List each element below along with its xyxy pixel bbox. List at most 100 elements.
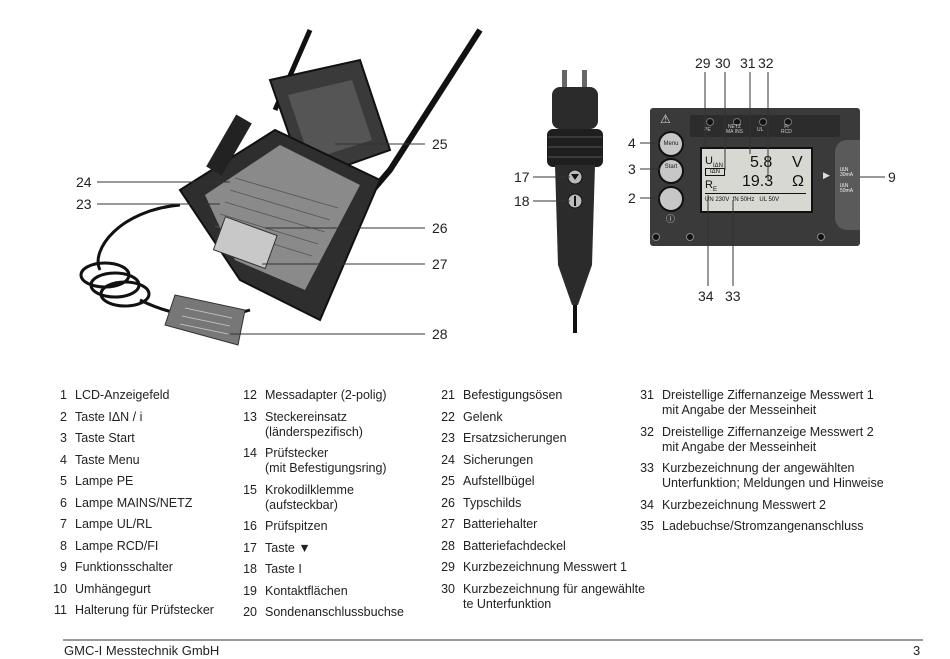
callout-26: 26 [432,220,448,236]
legend-item-text: Lampe PE [75,474,134,488]
legend-item-number: 22 [441,409,455,424]
lamp-rcd [784,118,792,126]
legend-item: 9 Funktionsschalter [45,560,245,575]
legend-item-text: Steckereinsatz (länderspezifisch) [265,409,363,439]
legend-item: 7 Lampe UL/RL [45,517,245,532]
legend-item-text: Messadapter (2-polig) [265,388,387,402]
legend-item-text: Dreistellige Ziffernanzeige Messwert 2 m… [662,424,874,454]
callout-17: 17 [514,169,530,185]
legend-item: 4 Taste Menu [45,453,245,468]
legend-item-number: 12 [243,388,257,402]
legend-item: 31 Dreistellige Ziffernanzeige Messwert 1… [632,388,922,418]
legend-item-number: 9 [60,560,67,574]
legend-item-number: 32 [640,424,654,439]
legend-item: 23 Ersatzsicherungen [433,431,653,446]
callout-31: 31 [740,55,756,71]
legend-item-text: Dreistellige Ziffernanzeige Messwert 1 m… [662,388,874,417]
legend-item-text: Kurzbezeichnung Messwert 2 [662,497,826,512]
callout-29: 29 [695,55,711,71]
legend-item-text: Taste Menu [75,452,140,467]
legend-item-text: Kurzbezeichnung für angewählte te Unterf… [463,581,646,611]
legend-item-number: 15 [243,482,257,497]
legend-item: 18 Taste I [235,562,435,577]
legend-item-text: Ladebuchse/Stromzangenanschluss [662,519,864,533]
legend-item: 10 Umhängegurt [45,582,245,597]
legend-item-number: 3 [60,431,67,445]
legend-item-text: Taste I [265,562,302,576]
legend-item-text: Sondenanschlussbuchse [265,605,404,619]
idn-button[interactable] [658,186,684,212]
lcd-row1-value: 5.8 [750,154,773,171]
legend-item-number: 11 [54,603,67,617]
legend-item-text: Umhängegurt [75,581,151,596]
legend-item-text: Halterung für Prüfstecker [75,603,214,617]
legend-item-number: 28 [441,538,455,553]
footer-company: GMC-I Messtechnik GmbH [64,643,220,658]
legend-item-number: 29 [441,560,455,574]
lamp-label-netz: NETZ MA INS [726,124,743,135]
legend-item-text: Lampe UL/RL [75,517,153,531]
screw-icon [686,233,694,241]
callout-18: 18 [514,193,530,209]
legend-item-number: 10 [53,581,67,596]
leader-lines-left [97,143,425,335]
legend-item-number: 21 [441,388,455,402]
menu-button[interactable]: Menu [658,131,684,157]
probe-illustration [547,70,603,333]
leader-lines-right [533,72,885,286]
legend-item-number: 18 [243,562,257,576]
legend-item-text: Ersatzsicherungen [463,431,567,445]
legend-item-text: LCD-Anzeigefeld [75,388,170,402]
legend-item-text: Taste Start [75,431,135,445]
switch-arrow-icon: ▶ [823,170,830,180]
legend-item-number: 26 [441,495,455,510]
legend-item-number: 19 [243,583,257,598]
legend-item-number: 4 [60,452,67,467]
legend-item-text: Kurzbezeichnung Messwert 1 [463,560,627,574]
lamp-label-pe: PE [704,127,711,133]
legend-item-text: Aufstellbügel [463,474,535,488]
legend-item-number: 13 [243,409,257,424]
callout-34: 34 [698,288,714,304]
lcd-row1-label: UIΔN [705,155,723,170]
legend-item-number: 14 [243,446,257,460]
function-switch[interactable] [835,140,860,230]
callout-33: 33 [725,288,741,304]
legend-item-number: 6 [60,495,67,510]
legend-item-number: 30 [441,581,455,596]
legend-item: 26 Typschilds [433,496,653,511]
legend-item-number: 23 [441,431,455,445]
legend-item-text: Gelenk [463,409,503,424]
start-button[interactable]: Start [658,158,684,184]
legend-item: 22 Gelenk [433,410,653,425]
legend-item-number: 24 [441,452,455,467]
callout-4: 4 [628,135,636,151]
legend-item-text: Funktionsschalter [75,560,173,574]
legend-item-text: Prüfspitzen [265,519,328,533]
legend-item-number: 31 [640,388,654,402]
callout-27: 27 [432,256,448,272]
legend-item-number: 8 [60,538,67,553]
legend-item-number: 25 [441,474,455,488]
legend-item-number: 2 [60,409,67,424]
legend-column-2: 12 Messadapter (2-polig) 13 Steckereinsatz … [235,388,435,627]
legend-item: 12 Messadapter (2-polig) [235,388,435,403]
legend-item-text: Typschilds [463,495,522,510]
screw-icon [652,233,660,241]
warning-icon: ⚠ [660,112,671,126]
lamp-pe [706,118,714,126]
legend-item: 3 Taste Start [45,431,245,446]
legend-item: 11 Halterung für Prüfstecker [45,603,245,618]
legend-item-number: 7 [60,517,67,531]
instrument-illustration [79,28,483,346]
